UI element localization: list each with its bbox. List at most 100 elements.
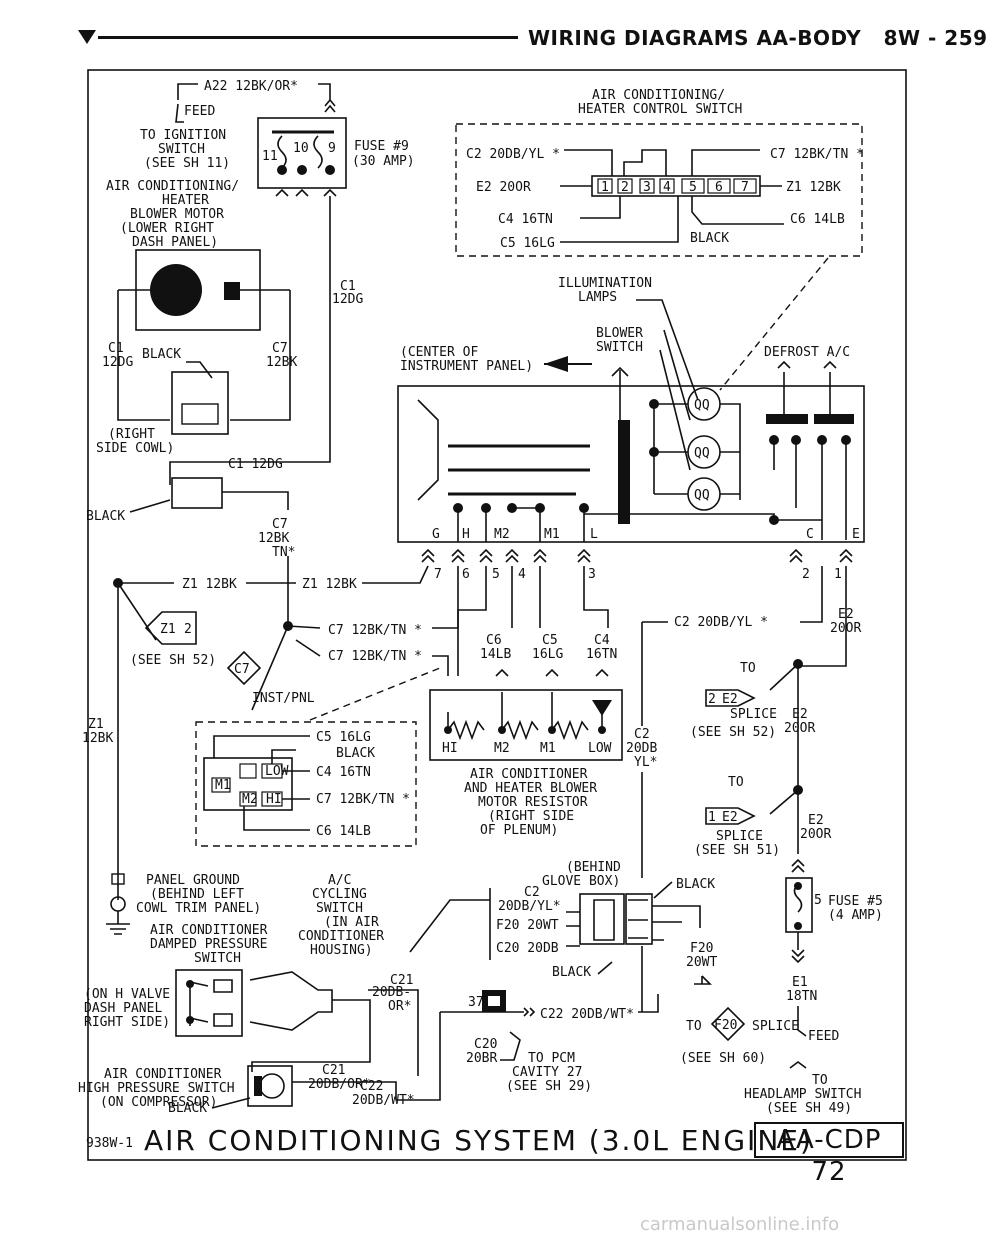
label-blower5: DASH PANEL): [132, 235, 218, 250]
label-to2: TO: [728, 775, 744, 790]
label-e2a: E2: [838, 607, 854, 622]
hps-wire: [292, 1081, 397, 1100]
label-e1a: E1: [792, 975, 808, 990]
cavity-hi: HI: [266, 792, 282, 807]
splice-2-icon: [705, 689, 756, 707]
label-c6c: 14LB: [480, 647, 511, 662]
label-feed2: FEED: [808, 1029, 839, 1044]
thermal-fuse-icon: [592, 700, 612, 716]
terminal-arrows: [421, 548, 853, 563]
junction-dot: [186, 980, 194, 988]
fuse-pin-9: 9: [328, 141, 336, 156]
pointer-arrow-icon: [544, 356, 568, 372]
label-seesh51: (SEE SH 51): [694, 843, 780, 858]
pin-3: 3: [588, 567, 596, 582]
fuse-terminal: [325, 165, 335, 175]
label-c1c: C1: [108, 341, 124, 356]
label-c6b: C6: [486, 633, 502, 648]
c22-arrow: [523, 1007, 536, 1017]
label-rsc1: (RIGHT: [108, 427, 155, 442]
label-c1a: C1: [340, 279, 356, 294]
pin-label: 5: [689, 180, 697, 195]
label-pg3: COWL TRIM PANEL): [136, 901, 261, 916]
label-blk3: BLACK: [336, 746, 375, 761]
label-z1v2: 12BK: [82, 731, 113, 746]
cycling-switch-icon: [249, 971, 333, 1031]
label-res2: AND HEATER BLOWER: [464, 781, 597, 796]
label-z1a: Z1 12BK: [182, 577, 237, 592]
resistor-feed-wires: [457, 566, 609, 676]
label-c2v3: YL*: [634, 755, 657, 770]
illumination-lamps: QQ QQ QQ: [687, 387, 721, 511]
footer-code: 938W-1: [86, 1136, 133, 1151]
selector-arc: [417, 399, 439, 501]
hps-connector-icon: [259, 1073, 285, 1099]
label-c21d: C21: [322, 1063, 345, 1078]
fuse-terminal: [297, 165, 307, 175]
fuse-element-icon: [277, 135, 323, 169]
junction-dot: [649, 399, 659, 409]
pressure-switch-icon: [189, 979, 233, 1027]
connector-37-window: [488, 996, 500, 1006]
connector-wires: [213, 735, 310, 831]
resistor-coil-icon: [447, 692, 603, 741]
junction-dot: [598, 726, 606, 734]
switch-internal-wires: [560, 149, 784, 243]
label-topcm3: (SEE SH 29): [506, 1079, 592, 1094]
header-title: WIRING DIAGRAMS AA-BODY 8W - 259: [528, 26, 988, 50]
label-pg2: (BEHIND LEFT: [150, 887, 244, 902]
label-c37: 37: [468, 995, 484, 1010]
pin-6: 6: [462, 567, 470, 582]
splice-1-icon: [705, 807, 756, 825]
label-c6lb: C6 14LB: [316, 824, 371, 839]
label-e1b: 18TN: [786, 989, 817, 1004]
res-hi: HI: [442, 741, 458, 756]
label-acc4: (IN AIR: [324, 915, 379, 930]
high-pressure-switch: [247, 1065, 293, 1107]
label-topcm2: CAVITY 27: [512, 1065, 582, 1080]
label-c7d: 12BK: [258, 531, 289, 546]
pin-label: 3: [643, 180, 651, 195]
instrument-panel-box: [397, 385, 865, 543]
res-m2: M2: [494, 741, 510, 756]
cavity-m1: M1: [215, 778, 231, 793]
label-c7tn3: C7 12BK/TN *: [316, 792, 410, 807]
black5-pointer: [653, 881, 673, 899]
splice-e2-wire-2: [769, 789, 799, 854]
junction-dot: [444, 726, 452, 734]
fuse-output-arrows: [275, 188, 337, 197]
label-blower1: AIR CONDITIONING/: [106, 179, 239, 194]
pin-4: 4: [518, 567, 526, 582]
glove-box-mate: [625, 893, 653, 945]
pin-2: 2: [802, 567, 810, 582]
svg-text:QQ: QQ: [694, 398, 710, 413]
label-to3: TO: [686, 1019, 702, 1034]
label-acc6: HOUSING): [310, 943, 373, 958]
fuse-pin-11: 11: [262, 149, 278, 164]
connector-arrow-icon: [324, 98, 336, 113]
label-c4b: C4: [594, 633, 610, 648]
resistor-connector: [203, 757, 293, 811]
label-c2w: C2 20DB/YL *: [466, 147, 560, 162]
label-c4c: 16TN: [586, 647, 617, 662]
junction-dot: [548, 726, 556, 734]
term-c: C: [806, 527, 814, 542]
page-footer: 938W-1 AIR CONDITIONING SYSTEM (3.0L ENG…: [86, 1122, 906, 1187]
cavity-m2: M2: [242, 792, 258, 807]
header-title-text: WIRING DIAGRAMS AA-BODY: [528, 26, 862, 50]
f20-arrow: [694, 975, 712, 985]
label-black4: BLACK: [552, 965, 591, 980]
label-defrost: DEFROST A/C: [764, 345, 850, 360]
label-acc2: CYCLING: [312, 887, 367, 902]
header-page-number: 8W - 259: [883, 26, 988, 50]
pin-label: 2: [621, 180, 629, 195]
wire-z1-vertical: [117, 582, 157, 880]
label-z1-splice: Z1: [160, 622, 176, 637]
splice-2-e2: E2: [722, 692, 738, 707]
label-c5b: C5: [542, 633, 558, 648]
label-hv2: DASH PANEL: [84, 1001, 162, 1016]
label-c7inst: C7: [234, 662, 250, 677]
label-seesh60: (SEE SH 60): [680, 1051, 766, 1066]
svg-text:QQ: QQ: [694, 488, 710, 503]
label-c21a: C21: [390, 973, 413, 988]
